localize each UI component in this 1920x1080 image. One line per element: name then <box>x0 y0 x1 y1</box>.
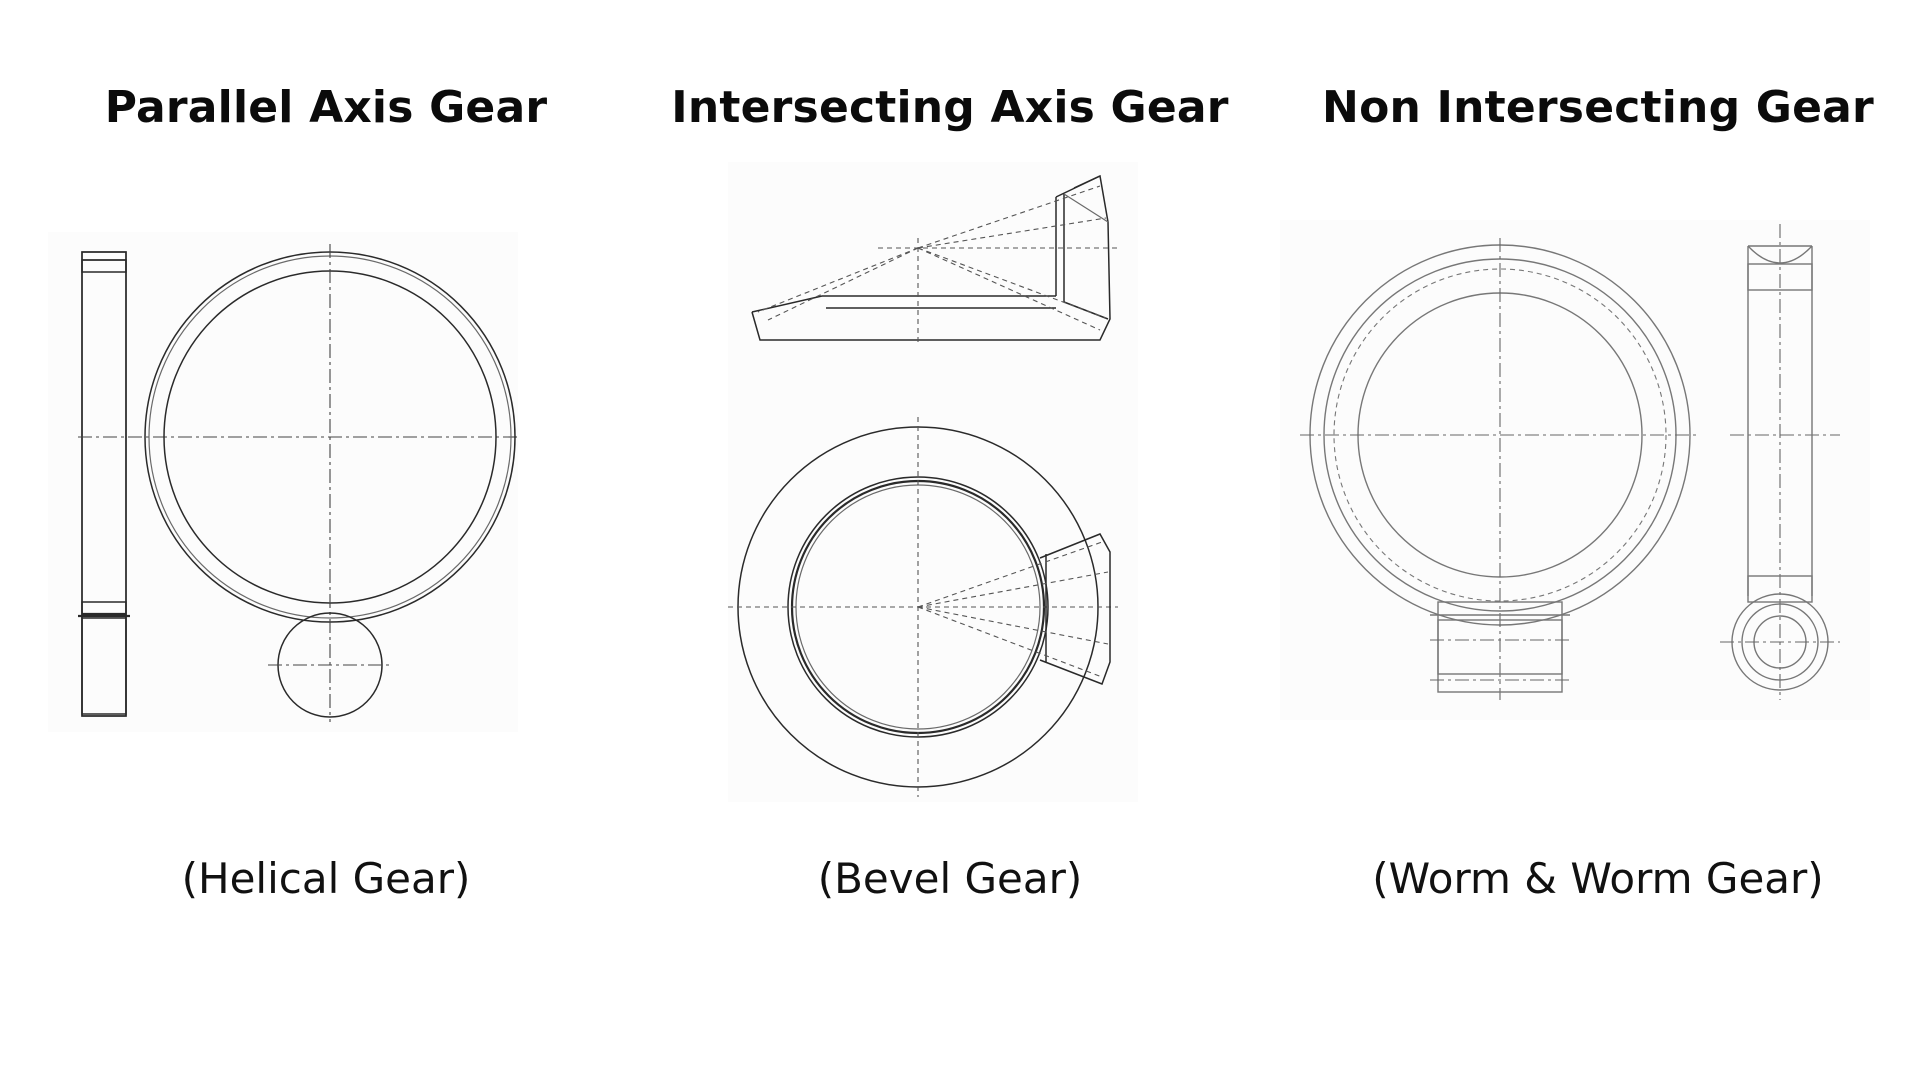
helical-gear-drawing <box>48 232 518 732</box>
worm-section <box>1430 601 1570 693</box>
helical-gear-side-view <box>78 251 130 717</box>
bevel-gear-caption: (Bevel Gear) <box>817 854 1083 903</box>
helical-gear-face-view <box>144 244 516 722</box>
worm-wheel-face-view <box>1300 238 1700 700</box>
helical-pinion <box>268 612 393 718</box>
bevel-gear-drawing <box>728 162 1138 802</box>
worm-gear-svg <box>1300 224 1840 700</box>
parallel-axis-heading: Parallel Axis Gear <box>104 82 548 133</box>
helical-gear-svg <box>78 244 518 722</box>
worm-gear-drawing <box>1280 220 1870 720</box>
non-intersecting-heading: Non Intersecting Gear <box>1322 82 1874 133</box>
helical-gear-caption: (Helical Gear) <box>181 854 471 903</box>
bevel-gear-svg <box>728 174 1118 797</box>
worm-gear-caption: (Worm & Worm Gear) <box>1372 854 1824 903</box>
bevel-gear-face-view <box>728 417 1118 797</box>
bevel-gear-side-view <box>751 174 1118 342</box>
worm-wheel-side-view <box>1720 224 1840 700</box>
intersecting-axis-heading: Intersecting Axis Gear <box>671 82 1229 133</box>
